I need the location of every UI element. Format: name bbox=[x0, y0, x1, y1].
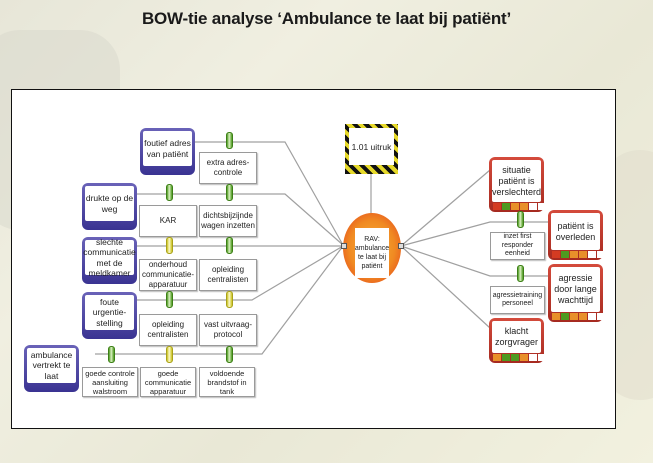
threat-box[interactable]: foutief adres van patiënt bbox=[140, 128, 195, 175]
barrier-box[interactable]: KAR bbox=[139, 205, 197, 237]
page-title: BOW-tie analyse ‘Ambulance te laat bij p… bbox=[141, 9, 512, 28]
barrier-box[interactable]: vast uitvraag-protocol bbox=[199, 314, 257, 346]
risk-matrix bbox=[493, 203, 546, 210]
threat-label: foutief adres van patiënt bbox=[143, 131, 192, 166]
consequence-box[interactable]: klacht zorgvrager bbox=[489, 318, 546, 363]
threat-line bbox=[194, 141, 344, 246]
barrier-indicator-yellow bbox=[166, 346, 173, 363]
threat-line bbox=[95, 245, 344, 355]
barrier-indicator-green bbox=[226, 184, 233, 201]
barrier-box[interactable]: agressietraining personeel bbox=[490, 286, 545, 314]
barrier-box[interactable]: goede controle aansluiting walstroom bbox=[82, 367, 138, 397]
consequence-line bbox=[400, 221, 548, 247]
barrier-box[interactable]: opleiding centralisten bbox=[199, 259, 257, 291]
consequence-label: situatie patiënt is verslechterd bbox=[492, 160, 541, 202]
hazard-label: 1.01 uitruk bbox=[349, 128, 394, 165]
threat-label: foute urgentie-stelling bbox=[85, 295, 134, 330]
barrier-indicator-yellow bbox=[226, 291, 233, 308]
threat-box[interactable]: drukte op de weg bbox=[82, 183, 137, 230]
consequence-line bbox=[400, 169, 491, 247]
consequence-label: patiënt is overleden bbox=[551, 213, 600, 250]
threat-label: drukte op de weg bbox=[85, 186, 134, 221]
barrier-box[interactable]: voldoende brandstof in tank bbox=[199, 367, 255, 397]
barrier-box[interactable]: inzet first responder eenheid bbox=[490, 232, 545, 260]
threat-box[interactable]: foute urgentie-stelling bbox=[82, 292, 137, 339]
consequence-line bbox=[400, 245, 548, 277]
barrier-box[interactable]: dichtsbijzijnde wagen inzetten bbox=[199, 205, 257, 237]
barrier-indicator-yellow bbox=[166, 237, 173, 254]
consequence-box[interactable]: situatie patiënt is verslechterd bbox=[489, 157, 546, 212]
consequence-label: klacht zorgvrager bbox=[492, 321, 541, 353]
threat-line bbox=[136, 245, 344, 301]
top-event-right-port bbox=[398, 243, 404, 249]
risk-matrix bbox=[493, 354, 546, 361]
hazard-box[interactable]: 1.01 uitruk bbox=[345, 124, 398, 174]
barrier-indicator-green bbox=[108, 346, 115, 363]
threat-label: slechte communicatie met de meldkamer bbox=[83, 236, 136, 279]
top-event-left-port bbox=[341, 243, 347, 249]
barrier-indicator-green bbox=[517, 211, 524, 228]
risk-matrix bbox=[552, 313, 605, 320]
top-event[interactable]: RAV: ambulance te laat bij patiënt bbox=[343, 213, 401, 283]
barrier-indicator-green bbox=[517, 265, 524, 282]
barrier-box[interactable]: goede communicatie apparatuur bbox=[140, 367, 196, 397]
consequence-box[interactable]: agressie door lange wachttijd bbox=[548, 264, 605, 322]
barrier-box[interactable]: onderhoud communicatie-apparatuur bbox=[139, 259, 197, 291]
consequence-line bbox=[400, 245, 491, 329]
risk-matrix bbox=[552, 251, 605, 258]
barrier-indicator-green bbox=[166, 184, 173, 201]
threat-label: ambulance vertrekt te laat bbox=[27, 348, 76, 383]
barrier-box[interactable]: opleiding centralisten bbox=[139, 314, 197, 346]
barrier-indicator-green bbox=[226, 346, 233, 363]
barrier-indicator-green bbox=[226, 237, 233, 254]
threat-box[interactable]: ambulance vertrekt te laat bbox=[24, 345, 79, 392]
threat-box[interactable]: slechte communicatie met de meldkamer bbox=[82, 237, 137, 284]
consequence-box[interactable]: patiënt is overleden bbox=[548, 210, 605, 260]
threat-line bbox=[136, 193, 344, 246]
barrier-indicator-green bbox=[166, 291, 173, 308]
barrier-indicator-green bbox=[226, 132, 233, 149]
barrier-box[interactable]: extra adres-controle bbox=[199, 152, 257, 184]
consequence-label: agressie door lange wachttijd bbox=[551, 267, 600, 312]
top-event-label: RAV: ambulance te laat bij patiënt bbox=[355, 228, 389, 278]
